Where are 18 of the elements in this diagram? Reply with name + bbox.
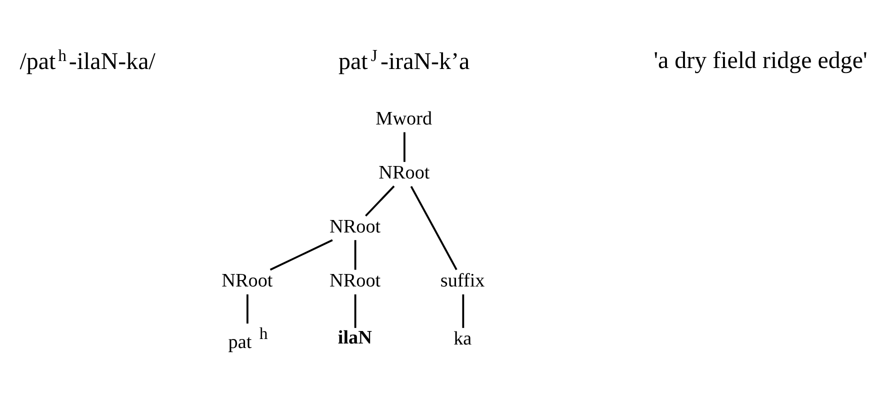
node-text: ka [454,328,472,350]
node-text: NRoot [330,216,381,238]
connector [246,294,248,324]
node-text: suffix [440,270,485,292]
connector [354,294,356,328]
connector [354,240,356,270]
connector [462,294,464,328]
node-text: NRoot [330,270,381,292]
connector [365,186,395,217]
node-text: pat h [228,324,268,354]
node-text: NRoot [222,270,273,292]
connector [404,132,406,162]
node-text: Mword [376,108,432,130]
label: 'a dry field ridge edge' [654,48,868,74]
connector [270,239,333,271]
connector [410,186,458,270]
node-text: ilaN [338,327,372,348]
node-text: NRoot [378,162,430,184]
